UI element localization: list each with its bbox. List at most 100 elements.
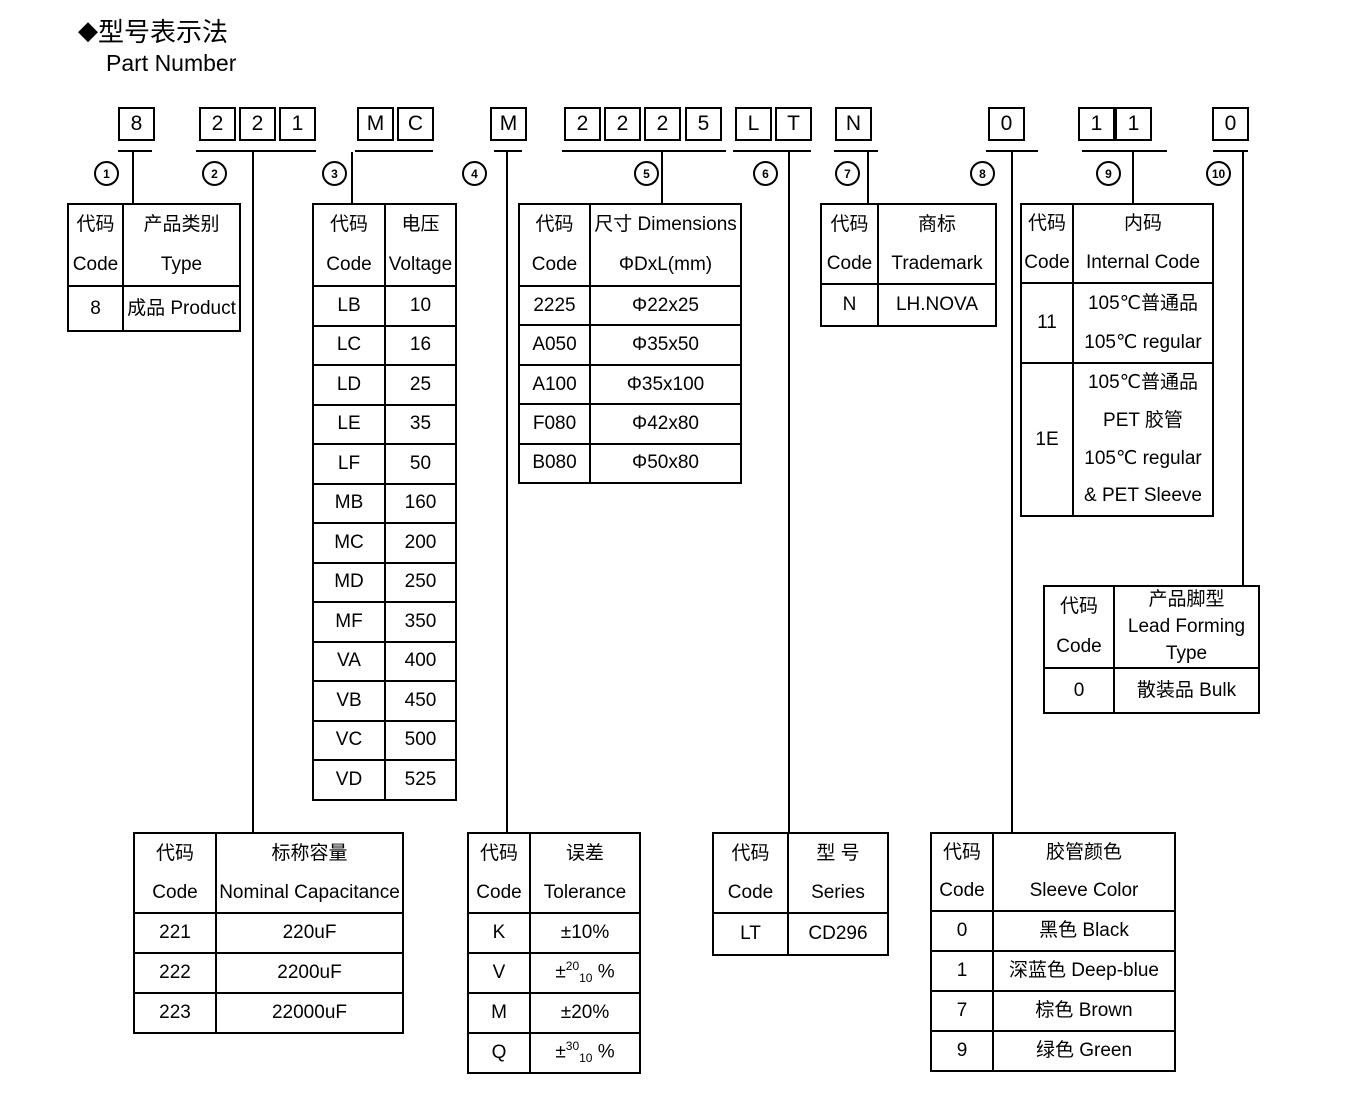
table-cell: B080 <box>520 442 589 482</box>
table-cell: M <box>469 992 529 1032</box>
table-cell: 160 <box>384 482 455 522</box>
table-cell: 400 <box>384 640 455 680</box>
group-marker-1: 1 <box>94 161 119 186</box>
table-cell: 0 <box>1045 667 1113 712</box>
table-cell: 50 <box>384 443 455 483</box>
connector-line <box>661 152 663 203</box>
table-cell: 25 <box>384 364 455 404</box>
table-cell: MC <box>314 522 384 562</box>
table-cell: 成品 Product <box>122 285 239 330</box>
table-cell: 221 <box>135 912 215 952</box>
table-cell: 8 <box>69 285 122 330</box>
table-cell: VB <box>314 680 384 720</box>
group-marker-7: 7 <box>835 161 860 186</box>
table-cell: LE <box>314 403 384 444</box>
group-underline <box>834 150 878 152</box>
page-title-zh: 型号表示法 <box>98 17 229 47</box>
table-cell: A050 <box>520 324 589 363</box>
group-underline <box>494 150 522 152</box>
table-cell: Φ22x25 <box>589 285 740 325</box>
pn-box: 1 <box>1115 107 1152 141</box>
group-underline <box>1082 150 1167 152</box>
group-marker-10: 10 <box>1206 161 1231 186</box>
table-cell: 500 <box>384 719 455 759</box>
table-cell: 9 <box>932 1030 992 1070</box>
pn-box: 1 <box>1078 107 1115 141</box>
table-cell: Q <box>469 1032 529 1072</box>
group-marker-4: 4 <box>462 161 487 186</box>
table-cell: 2225 <box>520 285 589 324</box>
table-cell: MB <box>314 482 384 523</box>
table-cell: CD296 <box>787 912 887 954</box>
table-cell: A100 <box>520 363 589 403</box>
table-cell: 棕色 Brown <box>992 990 1174 1030</box>
group-marker-5: 5 <box>634 161 659 186</box>
table-cell: 绿色 Green <box>992 1030 1174 1070</box>
table-cell: 350 <box>384 601 455 641</box>
pn-box: C <box>397 107 434 141</box>
table-cell: VC <box>314 719 384 760</box>
table-cell: 7 <box>932 990 992 1030</box>
table-cell: 黑色 Black <box>992 910 1174 950</box>
pn-box: M <box>490 107 527 141</box>
pn-box: 2 <box>199 107 236 141</box>
table-cell: LF <box>314 443 384 483</box>
connector-line <box>506 152 508 832</box>
pn-box: 0 <box>988 107 1025 141</box>
connector-line <box>1132 152 1134 203</box>
table-cell: LC <box>314 324 384 365</box>
pn-box: T <box>775 107 812 141</box>
table-cell: 10 <box>384 285 455 325</box>
table-cell: 16 <box>384 324 455 364</box>
table-cell: VD <box>314 759 384 799</box>
table-cell: 200 <box>384 522 455 562</box>
connector-line <box>867 152 869 203</box>
connector-line <box>788 152 790 832</box>
page-title: ◆型号表示法 <box>78 12 228 49</box>
pn-box: N <box>835 107 872 141</box>
table-cell: VA <box>314 640 384 681</box>
table-cell: MF <box>314 601 384 641</box>
table-cell: ±10% <box>529 912 639 952</box>
group-marker-2: 2 <box>202 161 227 186</box>
connector-line <box>132 152 134 203</box>
group-underline <box>562 150 726 152</box>
connector-line <box>1011 152 1013 832</box>
group-underline <box>355 150 433 152</box>
pn-box: 2 <box>564 107 601 141</box>
diamond-bullet-icon: ◆ <box>78 15 98 45</box>
table-cell: LD <box>314 364 384 404</box>
table-cell: ±2010 % <box>529 952 639 992</box>
pn-box: 2 <box>604 107 641 141</box>
table-cell: 450 <box>384 680 455 720</box>
pn-box: 0 <box>1212 107 1249 141</box>
table-cell: V <box>469 952 529 992</box>
pn-box: 5 <box>685 107 722 141</box>
connector-line <box>252 152 254 832</box>
table-cell: K <box>469 912 529 952</box>
pn-box: 1 <box>279 107 316 141</box>
table-cell: 1 <box>932 950 992 990</box>
group-underline <box>986 150 1038 152</box>
table-cell: 525 <box>384 759 455 799</box>
pn-box: 2 <box>239 107 276 141</box>
table-cell: 220uF <box>215 912 402 952</box>
connector-line <box>1242 152 1244 585</box>
pn-box: L <box>735 107 772 141</box>
